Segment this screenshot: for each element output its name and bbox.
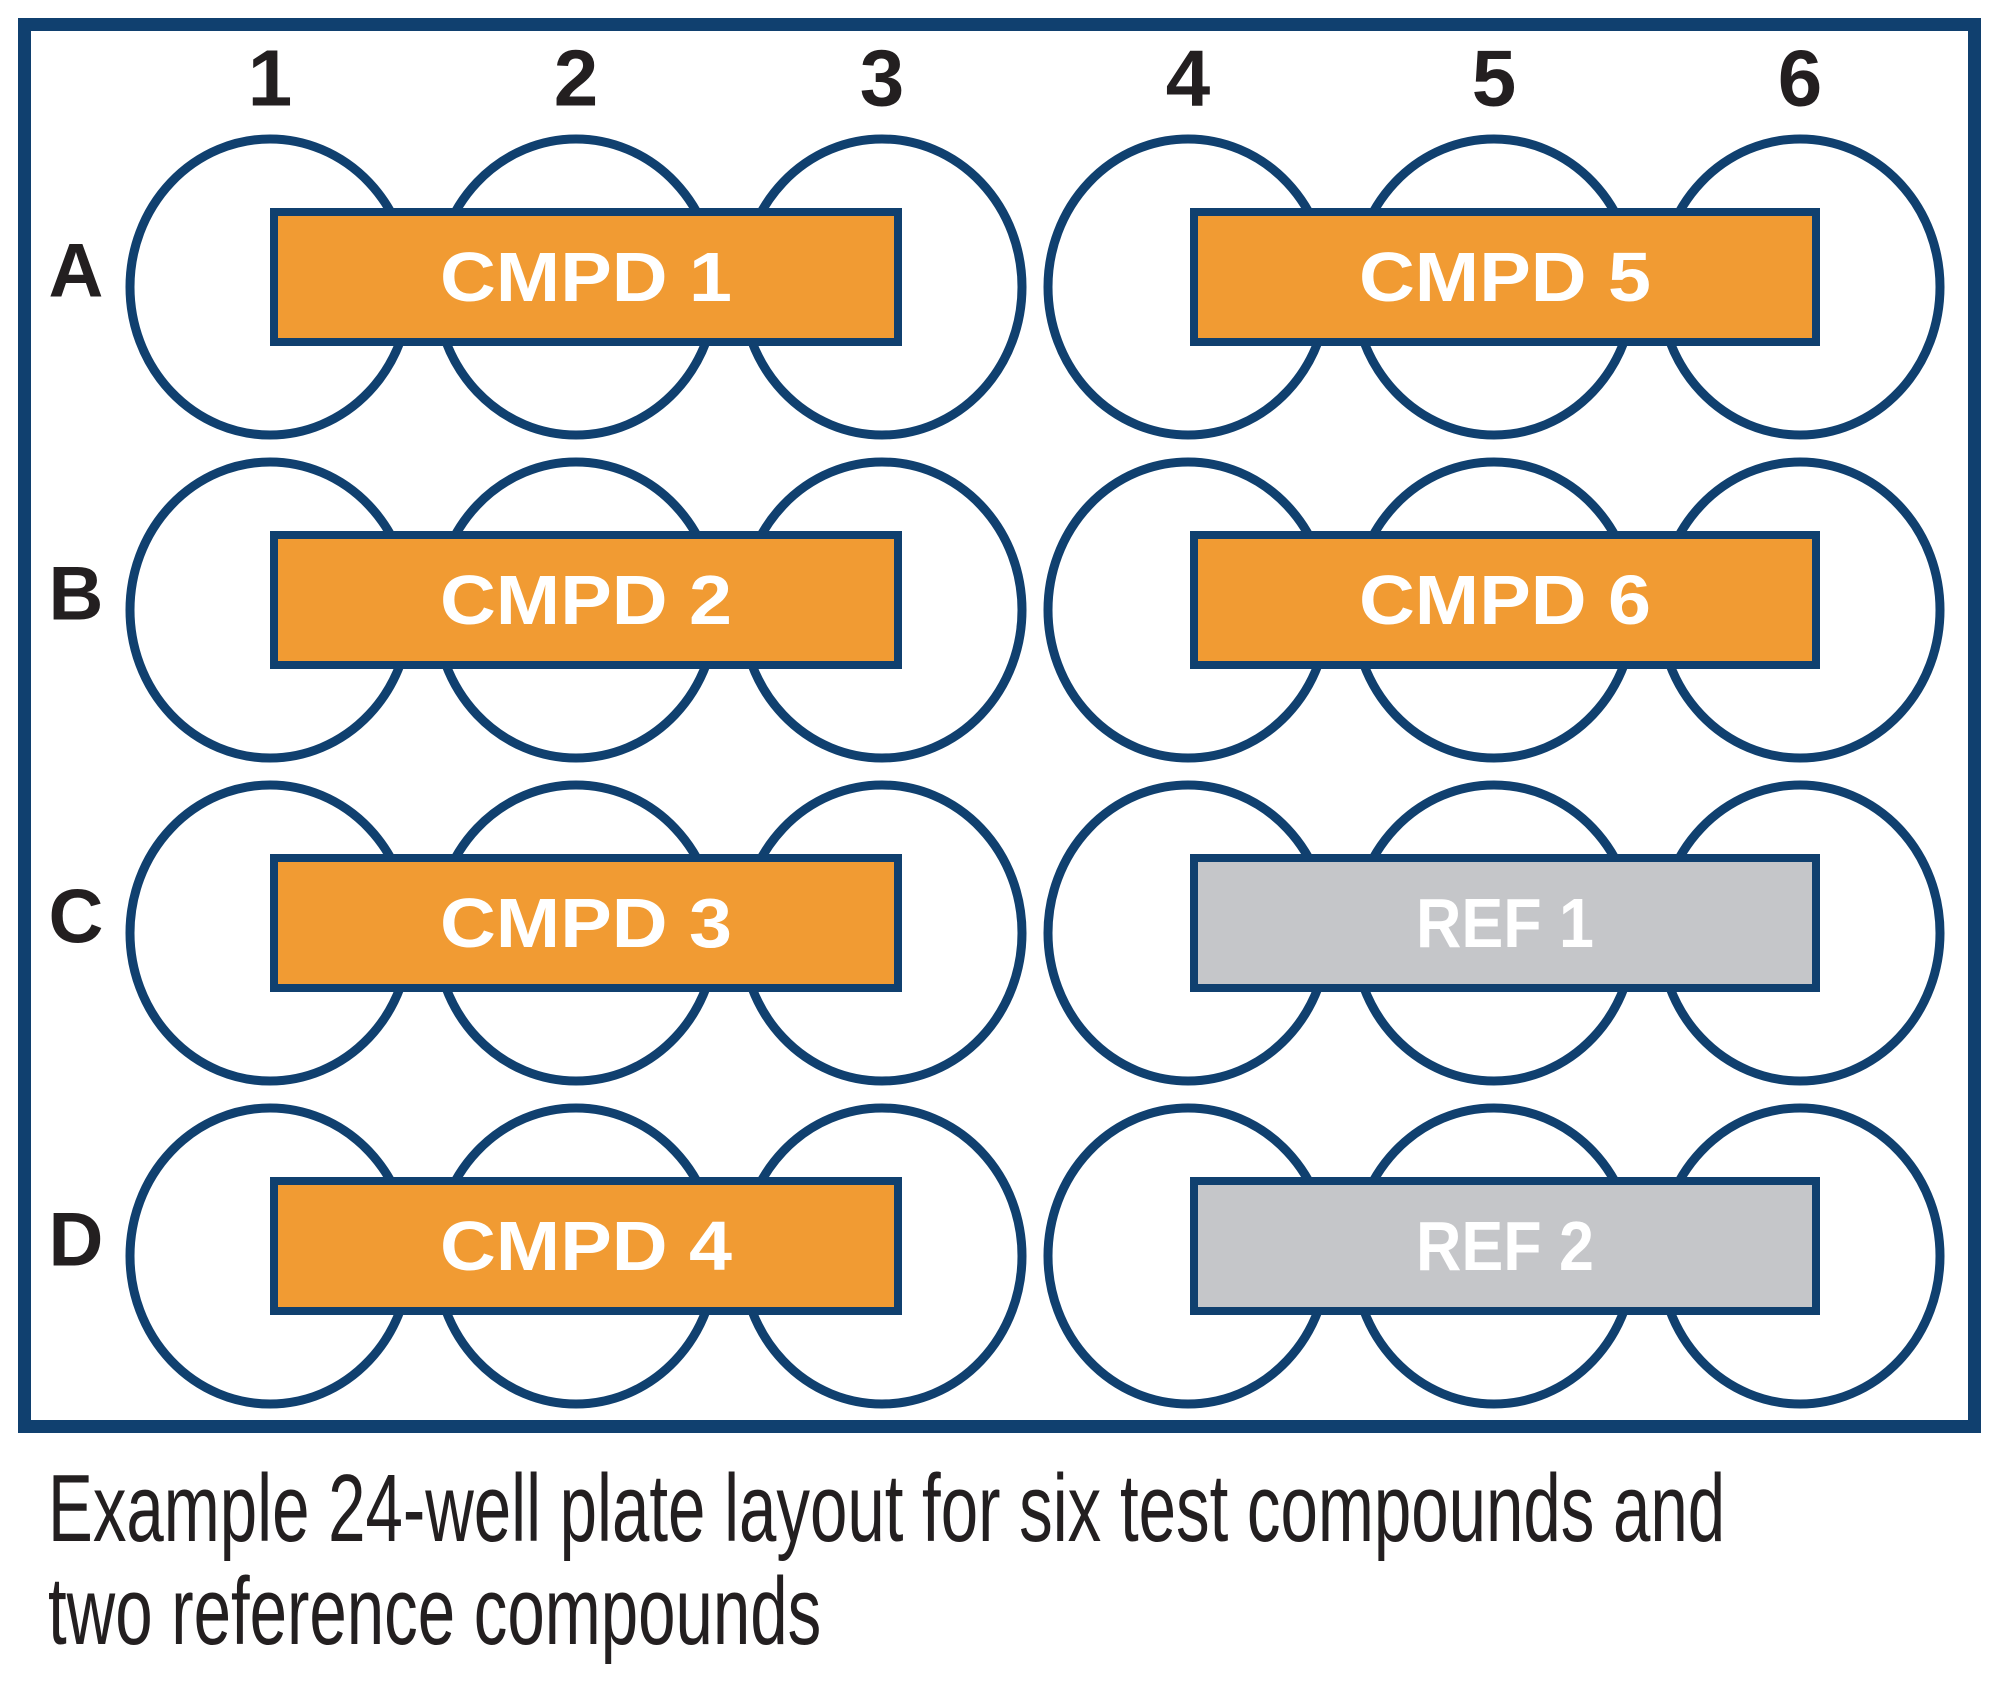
bar-label: CMPD 5 — [1359, 238, 1651, 316]
bar-rect — [1190, 208, 1820, 346]
bar-rect — [270, 1177, 902, 1315]
bar-cmpd-5: CMPD 5 — [1190, 208, 1820, 346]
bar-cmpd-3: CMPD 3 — [270, 854, 902, 992]
column-label-4: 4 — [1166, 34, 1211, 123]
bar-cmpd-4: CMPD 4 — [270, 1177, 902, 1315]
column-label-6: 6 — [1778, 34, 1823, 123]
bar-cmpd-1: CMPD 1 — [270, 208, 902, 346]
bar-rect — [270, 854, 902, 992]
bar-label: CMPD 3 — [440, 884, 732, 962]
row-label-C: C — [49, 875, 104, 960]
row-label-D: D — [49, 1198, 104, 1283]
bar-label: CMPD 6 — [1359, 561, 1651, 639]
bar-cmpd-6: CMPD 6 — [1190, 531, 1820, 669]
column-label-5: 5 — [1472, 34, 1517, 123]
column-label-3: 3 — [860, 34, 905, 123]
bar-ref-1: REF 1 — [1190, 854, 1820, 992]
bar-rect — [1190, 1177, 1820, 1315]
bar-label: CMPD 1 — [440, 238, 732, 316]
bar-label: REF 2 — [1416, 1207, 1594, 1285]
bar-rect — [1190, 854, 1820, 992]
bar-ref-2: REF 2 — [1190, 1177, 1820, 1315]
bar-label: CMPD 4 — [440, 1207, 732, 1285]
bar-rect — [270, 208, 902, 346]
bar-label: CMPD 2 — [440, 561, 732, 639]
figure-caption: Example 24-well plate layout for six tes… — [48, 1455, 1726, 1665]
column-label-2: 2 — [554, 34, 599, 123]
bar-cmpd-2: CMPD 2 — [270, 531, 902, 669]
plate-diagram: CMPD 1 CMPD 5 CMPD 2 CMPD 6 CMPD 3 REF 1 CMPD … — [18, 18, 1981, 1433]
bar-rect — [270, 531, 902, 669]
bar-label: REF 1 — [1416, 884, 1594, 962]
row-label-A: A — [49, 229, 104, 314]
row-label-B: B — [49, 552, 104, 637]
bar-rect — [1190, 531, 1820, 669]
column-label-1: 1 — [248, 34, 293, 123]
